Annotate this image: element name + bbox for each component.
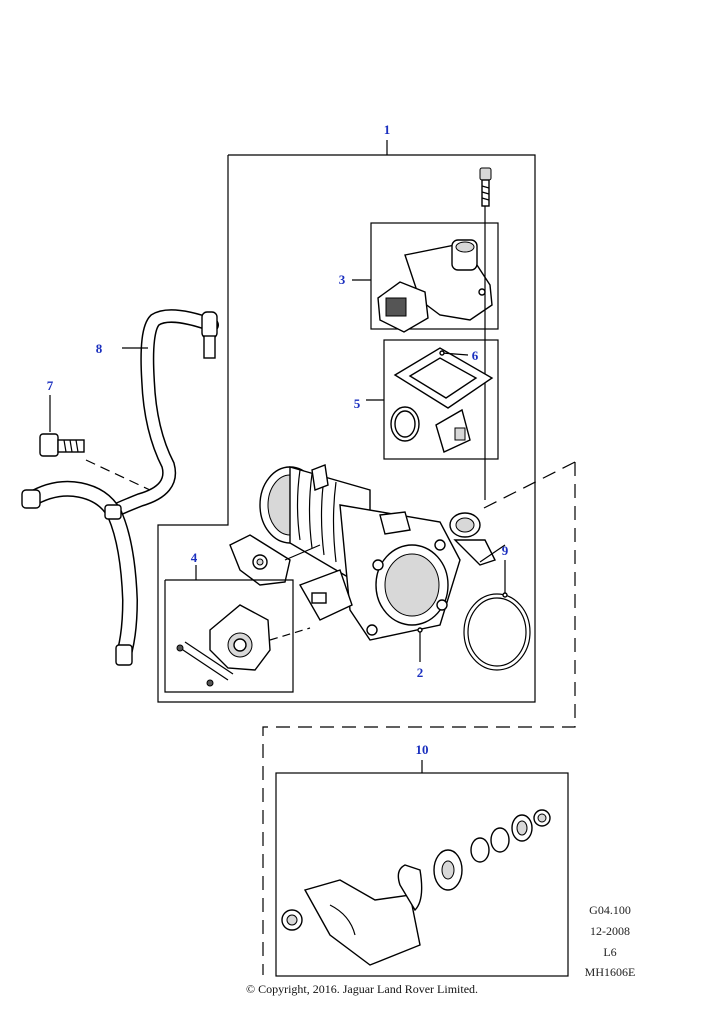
mounting-bolt-top — [479, 167, 492, 500]
part-3-idle-air-valve — [352, 222, 499, 333]
reference-illustration-id: MH1606E — [584, 965, 636, 979]
part-7-bolt — [39, 395, 151, 491]
dashed-boundary — [262, 461, 576, 975]
copyright-notice: © Copyright, 2016. Jaguar Land Rover Lim… — [245, 982, 479, 996]
part-4-position-sensor — [164, 565, 311, 693]
callout-2: 2 — [417, 665, 424, 680]
callout-4: 4 — [191, 550, 198, 565]
callout-6: 6 — [472, 348, 479, 363]
throttle-return-spring — [449, 512, 506, 566]
callout-10: 10 — [416, 742, 429, 757]
part-5-gasket-kit — [366, 339, 499, 460]
assembly-1-frame — [157, 140, 536, 703]
part-2-throttle-body — [259, 464, 461, 662]
callout-8: 8 — [96, 341, 103, 356]
callout-3: 3 — [339, 272, 346, 287]
callout-5: 5 — [354, 396, 361, 411]
throttle-linkage — [229, 534, 321, 586]
reference-code: G04.100 — [589, 903, 631, 917]
part-8-vacuum-hose — [105, 309, 219, 519]
callout-7: 7 — [47, 378, 54, 393]
reference-date: 12-2008 — [590, 924, 630, 938]
part-9-clamp-ring — [463, 560, 531, 671]
part-10-linkage-kit — [275, 760, 569, 977]
reference-engine: L6 — [603, 945, 617, 959]
breather-hose-assembly — [21, 480, 139, 666]
callout-9: 9 — [502, 543, 509, 558]
callout-1: 1 — [384, 122, 391, 137]
part-6-leader — [439, 350, 469, 356]
